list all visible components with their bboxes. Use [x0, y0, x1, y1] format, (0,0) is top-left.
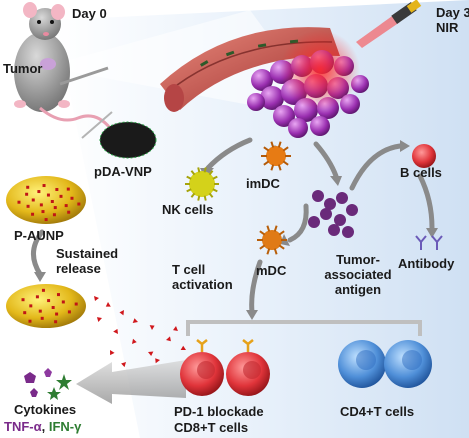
background-sweep [55, 0, 469, 438]
laser-beam [356, 14, 400, 48]
mouse-illustration [14, 2, 112, 129]
pda-vnp-particle [99, 121, 157, 159]
tumor-antigen-label-1: Tumor- [336, 252, 380, 267]
needle-2 [81, 111, 113, 139]
imdc-cell [261, 141, 291, 171]
released-fragments [94, 296, 186, 368]
antibody-icons [415, 235, 443, 250]
laser-glow [280, 30, 360, 110]
ifn-label: IFN-γ [48, 419, 82, 434]
cytokine-types: TNF-α, IFN-γ [4, 419, 81, 434]
antigen-cluster [308, 190, 358, 238]
cytokine-icons [24, 368, 72, 400]
activation-label: activation [172, 277, 233, 292]
comma-sep: , [41, 419, 46, 434]
nk-cell [185, 167, 219, 201]
p-aunp-particle [6, 176, 86, 224]
tumor-antigen-label-3: antigen [334, 282, 382, 297]
day0-label: Day 0 [72, 6, 107, 21]
p-aunp-label: P-AUNP [14, 228, 64, 243]
pd1-blockade-label: PD-1 blockade [174, 404, 264, 419]
tumor-antigen-label-2: associated [324, 267, 392, 282]
released-particle [6, 284, 86, 328]
imdc-label: imDC [246, 176, 280, 191]
release-label: release [56, 261, 101, 276]
needle [59, 66, 109, 86]
b-cell [412, 144, 436, 168]
t-cell-label: T cell [172, 262, 206, 277]
cd8-t-cells [180, 339, 270, 396]
tumor-label: Tumor [3, 61, 43, 76]
antibody-label: Antibody [398, 256, 455, 271]
cd4-label: CD4+T cells [340, 404, 415, 419]
mdc-label: mDC [256, 263, 287, 278]
cd4-t-cells [338, 340, 432, 388]
laser-device [391, 0, 422, 24]
cytokine-arrow [76, 360, 186, 404]
tnf-label: TNF-α [4, 419, 42, 434]
nir-label: NIR [436, 20, 459, 35]
cd8-label: CD8+T cells [174, 420, 249, 435]
day3-label: Day 3 [436, 5, 469, 20]
mdc-cell [257, 225, 287, 255]
cytokines-label: Cytokines [14, 402, 77, 417]
bracket-line [186, 320, 422, 336]
b-cells-label: B cells [400, 165, 442, 180]
nk-cells-label: NK cells [162, 202, 214, 217]
pda-vnp-label: pDA-VNP [94, 164, 152, 179]
tumor-spot [40, 58, 56, 70]
sustained-label: Sustained [56, 246, 119, 261]
